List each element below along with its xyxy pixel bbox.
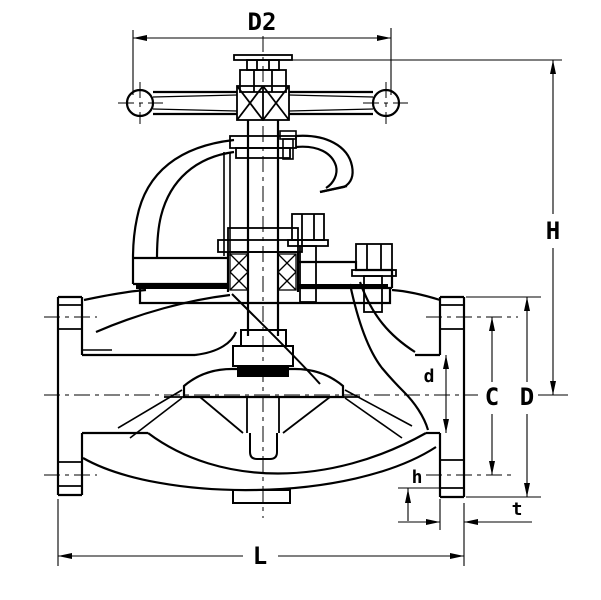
wheel-rim-right-section (371, 88, 401, 118)
handwheel (125, 54, 401, 121)
dim-label-h: h (412, 467, 423, 488)
bonnet-gasket-right (298, 284, 388, 289)
dimension-h (398, 487, 442, 521)
arrowhead (58, 553, 72, 559)
outlet-wall-inner (348, 283, 430, 431)
bowl-inner (147, 432, 427, 475)
arrowhead (377, 35, 391, 41)
arrowhead (133, 35, 147, 41)
dim-label-D: D (520, 383, 534, 411)
dim-label-D2: D2 (248, 8, 277, 36)
yoke-right-arm-inner (295, 145, 338, 189)
yoke-right-arm-outer (295, 134, 354, 194)
bonnet-gasket-left (136, 284, 228, 289)
arrowhead (464, 519, 478, 525)
wheel-hub (236, 85, 290, 121)
dimensions (57, 28, 568, 566)
seat-ribs (117, 389, 413, 439)
left-bore-top-curve (194, 331, 238, 357)
arrowhead (524, 483, 530, 497)
yoke-left-arm-inner (155, 150, 235, 259)
disc-gasket (237, 366, 289, 377)
dimension-L (57, 499, 465, 566)
right-flange-bolt-holes (440, 304, 464, 489)
dim-label-L: L (253, 542, 267, 570)
arrowhead (550, 60, 556, 74)
dimension-D2 (132, 28, 392, 95)
yoke-left-arm-outer (131, 138, 235, 259)
disc-guide-stem (249, 433, 278, 460)
yoke-bushing (235, 147, 291, 159)
disc-skirt (199, 396, 331, 434)
dimension-C (489, 317, 495, 475)
arrowhead (524, 297, 530, 311)
arrowhead (550, 381, 556, 395)
dimension-H (292, 59, 568, 396)
left-flange-bolt-holes (58, 304, 82, 487)
partition-wall (231, 293, 321, 385)
neck-left-inner (95, 293, 231, 334)
packing-rings-right (277, 253, 297, 291)
wheel-rim-left-section (125, 88, 155, 118)
dimension-D (466, 296, 541, 498)
dim-label-C: C (485, 383, 499, 411)
dimension-t (398, 499, 532, 530)
neck-left-outer (83, 288, 147, 302)
dim-label-d: d (424, 366, 435, 387)
arrowhead (489, 317, 495, 331)
valve-body (56, 281, 466, 504)
arrowhead (426, 519, 440, 525)
body-top-flange (138, 289, 392, 305)
bonnet-flange (131, 256, 394, 305)
arrowhead (443, 355, 449, 369)
dimension-d (443, 355, 449, 433)
arrowhead (405, 489, 411, 503)
dim-label-t: t (512, 499, 523, 520)
left-flange (56, 295, 84, 497)
yoke-bonnet (131, 130, 354, 259)
arrowhead (489, 461, 495, 475)
disc-plate (182, 367, 345, 399)
outlet-wall-outer (358, 281, 416, 353)
disc-assembly (117, 329, 413, 460)
bottom-boss (232, 489, 291, 504)
packing-rings-left (229, 253, 249, 291)
right-flange (438, 295, 466, 499)
neck-right-outer (391, 288, 441, 302)
gland-bolt (287, 213, 329, 303)
centerlines (44, 36, 518, 518)
yoke-right-arm-face (319, 184, 348, 194)
arrowhead (450, 553, 464, 559)
wheel-spoke-taper-lines (152, 94, 374, 112)
dim-label-H: H (546, 217, 560, 245)
arrowhead (443, 419, 449, 433)
